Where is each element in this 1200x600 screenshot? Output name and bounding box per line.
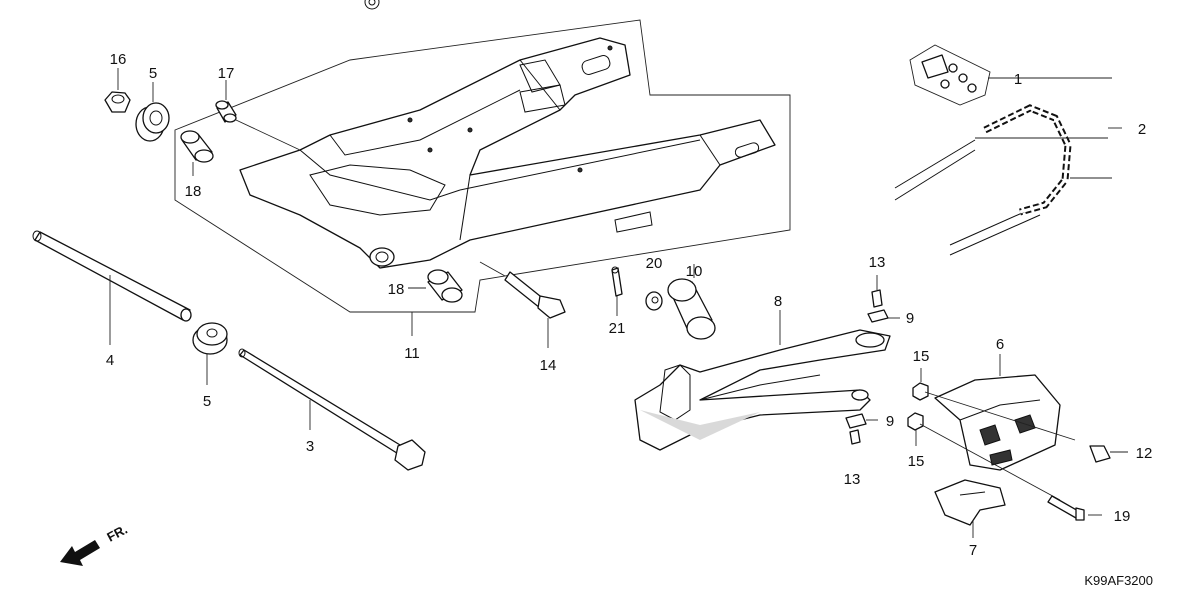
callout-14: 14 — [540, 357, 557, 374]
swingarm-group-outline — [174, 19, 791, 313]
callout-9-lower: 9 — [886, 413, 894, 430]
callout-11: 11 — [404, 345, 420, 362]
thrust-washer-lower — [192, 322, 228, 355]
callout-4: 4 — [106, 352, 114, 369]
bolt-19 — [1047, 495, 1085, 521]
callout-15-upper: 15 — [913, 348, 930, 365]
drive-chain — [894, 104, 1072, 256]
diagram-code: K99AF3200 — [1084, 573, 1153, 588]
callout-19: 19 — [1114, 508, 1131, 525]
chain-slider — [634, 329, 891, 451]
chain-roller — [667, 278, 716, 340]
callout-1: 1 — [1014, 71, 1022, 88]
callout-21: 21 — [609, 320, 626, 337]
callout-6: 6 — [996, 336, 1004, 353]
callout-3: 3 — [306, 438, 314, 455]
collar-17 — [215, 100, 237, 123]
bolt-13-upper — [867, 289, 889, 323]
bolt-14 — [504, 271, 566, 319]
callout-18-upper: 18 — [185, 183, 202, 200]
callout-13-lower: 13 — [844, 471, 861, 488]
reference-mark-icon — [364, 0, 380, 10]
pivot-shaft — [32, 230, 192, 322]
needle-bearing-upper — [180, 130, 214, 163]
pivot-bolt — [238, 348, 426, 471]
bolt-13-lower — [845, 413, 867, 445]
swingarm — [239, 37, 776, 269]
nut-16 — [104, 91, 131, 113]
callout-20: 20 — [646, 255, 663, 272]
callout-5-upper: 5 — [149, 65, 157, 82]
callout-16: 16 — [110, 51, 127, 68]
callout-7: 7 — [969, 542, 977, 559]
callout-5-lower: 5 — [203, 393, 211, 410]
nut-15-lower — [907, 412, 924, 431]
callout-13-upper: 13 — [869, 254, 886, 271]
chain-joint — [909, 44, 991, 106]
nut-15-upper — [912, 382, 929, 401]
callout-12: 12 — [1136, 445, 1153, 462]
washer-20 — [645, 291, 663, 311]
bolt-12 — [1089, 445, 1111, 463]
callout-10: 10 — [686, 263, 703, 280]
callout-2: 2 — [1138, 121, 1146, 138]
front-direction-arrow-icon: FR. — [60, 522, 130, 566]
callout-18-lower: 18 — [388, 281, 405, 298]
callout-9-upper: 9 — [906, 310, 914, 327]
callout-8: 8 — [774, 293, 782, 310]
cotter-pin — [611, 266, 623, 297]
needle-bearing-lower — [427, 269, 463, 303]
dust-seal-upper — [135, 102, 170, 142]
direction-label: FR. — [104, 522, 130, 545]
callout-17: 17 — [218, 65, 235, 82]
guide-slider — [934, 479, 1006, 526]
callout-15-lower: 15 — [908, 453, 925, 470]
chain-guide — [934, 374, 1061, 471]
